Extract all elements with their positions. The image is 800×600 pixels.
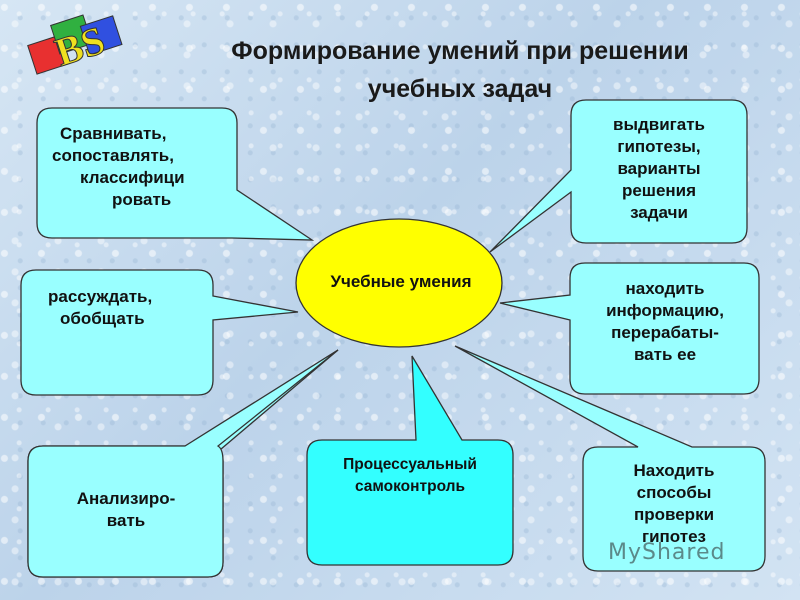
center-label: Учебные умения [330,272,472,291]
callout-information [499,262,760,395]
center-ellipse [295,218,503,348]
abc-blocks-logo-icon: BS [27,14,123,75]
page-title: Формирование умений при решении учебных … [150,32,770,108]
box-information-text: находить информацию, перерабаты- вать ее [606,279,724,364]
callout-reason [20,269,299,396]
box-reason-text: рассуждать, обобщать [48,287,153,328]
watermark: MyShared [608,540,726,565]
title-line-1: Формирование умений при решении [231,37,689,65]
callout-compare [36,107,315,241]
callout-analyze-outline [27,349,339,578]
box-hypotheses-text: выдвигать гипотезы, варианты решения зад… [613,115,705,222]
box-compare-text: Сравнивать, сопоставлять, классифици ров… [52,124,185,209]
box-verify-text: Находить способы проверки гипотез [633,461,715,546]
box-selfcontrol-text: Процессуальный самоконтроль [343,456,477,495]
title-line-2: учебных задач [367,75,553,103]
callout-hypotheses [489,99,748,253]
box-analyze-text: Анализиро- вать [76,489,176,530]
callout-verify [454,345,766,572]
callout-selfcontrol [306,355,514,566]
